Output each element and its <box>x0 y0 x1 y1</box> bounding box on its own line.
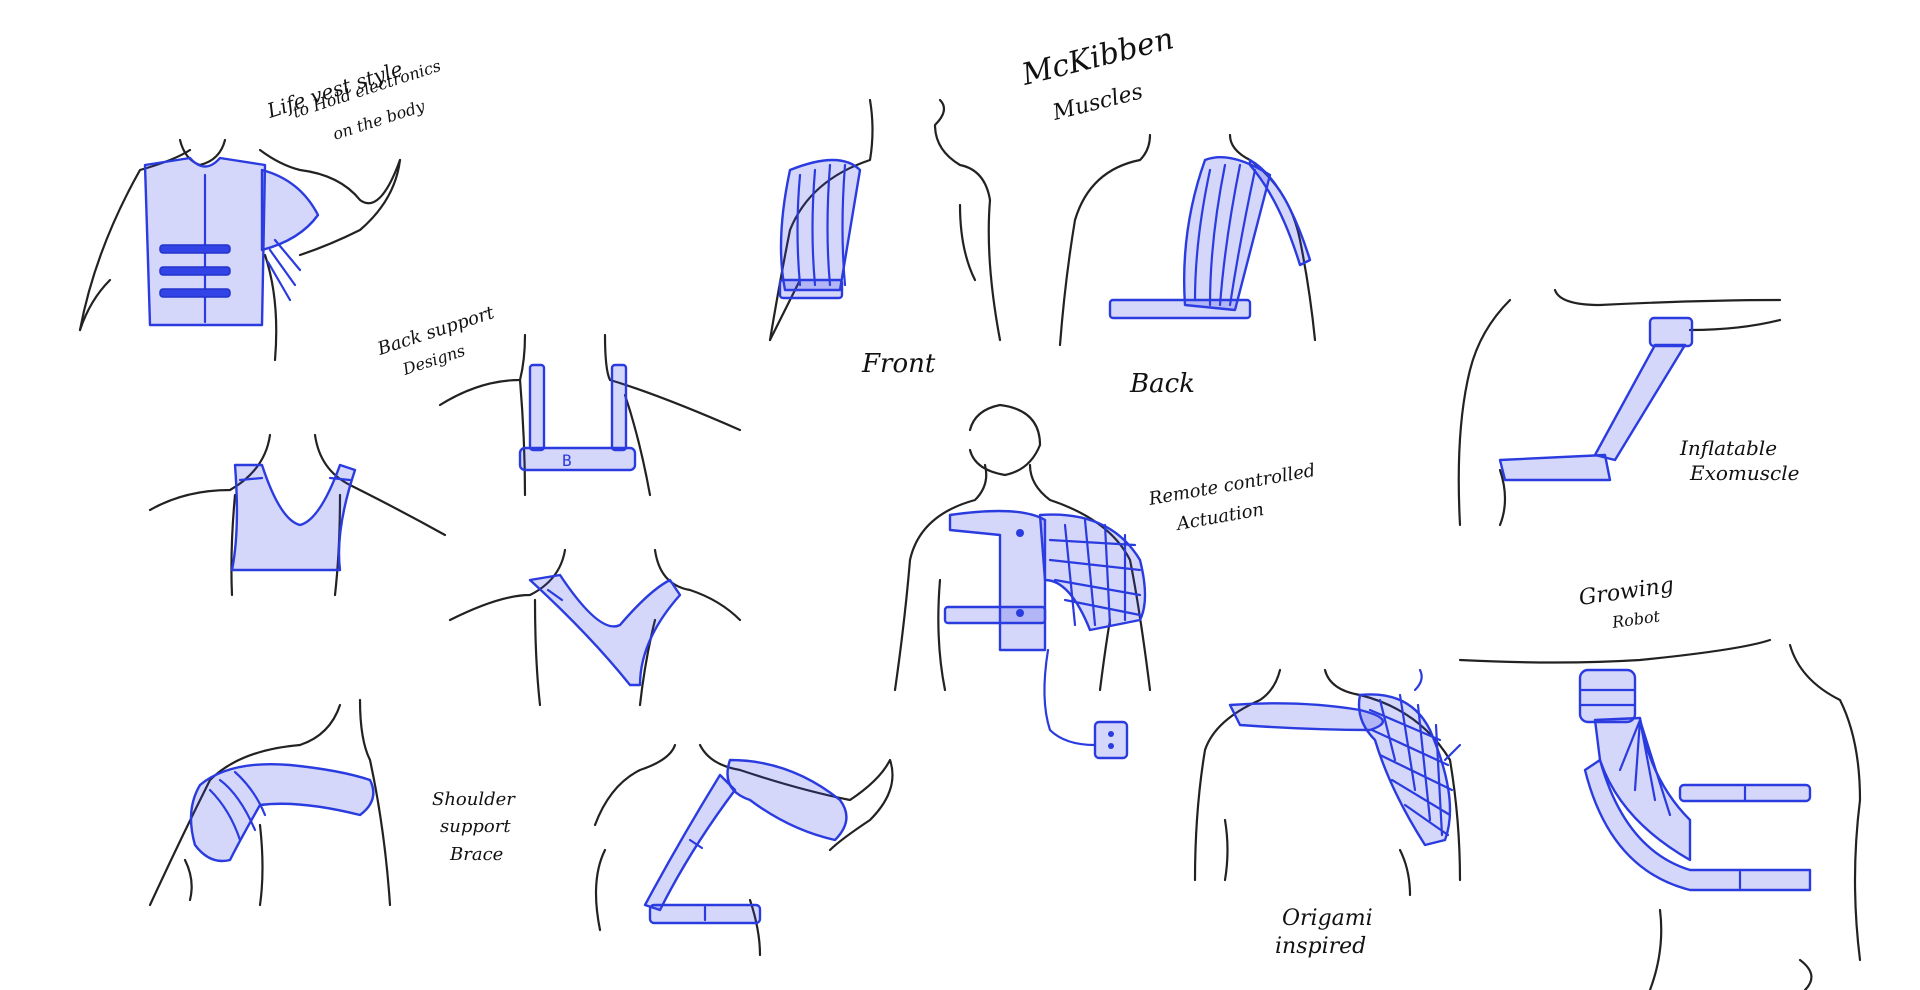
svg-text:support: support <box>440 816 511 837</box>
label-origami-2: inspired <box>1275 934 1366 959</box>
shoulder-brace-sketches: Shoulder support Brace <box>148 698 894 957</box>
mckibben-back-sketch: Back <box>1058 133 1317 399</box>
label-shoulder-1: Shoulder <box>432 789 516 810</box>
svg-text:Remote controlled: Remote controlled <box>1146 460 1317 510</box>
mckibben-front-sketch: McKibben Muscles Front <box>768 21 1177 379</box>
svg-text:Growing: Growing <box>1577 573 1675 611</box>
svg-text:Actuation: Actuation <box>1173 499 1265 535</box>
svg-text:Exomuscle: Exomuscle <box>1689 461 1799 485</box>
label-inflatable-1: Inflatable <box>1679 436 1777 460</box>
label-origami-1: Origami <box>1282 906 1373 931</box>
label-mckibben-1: McKibben <box>1017 21 1177 93</box>
label-back: Back <box>1129 369 1195 399</box>
svg-text:Front: Front <box>861 349 936 379</box>
svg-text:Brace: Brace <box>449 844 503 865</box>
inflatable-exomuscle-sketch: Inflatable Exomuscle <box>1457 288 1799 527</box>
svg-text:Origami: Origami <box>1282 906 1373 931</box>
label-front: Front <box>861 349 936 379</box>
svg-text:Back: Back <box>1129 369 1195 399</box>
label-shoulder-3: Brace <box>449 844 503 865</box>
label-growing-1: Growing <box>1577 573 1675 611</box>
label-mckibben-2: Muscles <box>1049 79 1145 126</box>
label-growing-2: Robot <box>1610 606 1662 632</box>
svg-text:Muscles: Muscles <box>1049 79 1145 126</box>
buckle-text: B <box>562 451 572 470</box>
label-inflatable-2: Exomuscle <box>1689 461 1799 485</box>
label-shoulder-2: support <box>440 816 511 837</box>
life-vest-sketch: Life vest style to Hold electronics on t… <box>78 56 443 362</box>
svg-text:Inflatable: Inflatable <box>1679 436 1777 460</box>
growing-robot-sketch: Growing Robot <box>1458 573 1862 990</box>
back-support-sketches: Back support Designs B <box>148 302 742 707</box>
svg-text:Shoulder: Shoulder <box>432 789 516 810</box>
svg-text:Robot: Robot <box>1610 606 1662 632</box>
origami-sketch: Origami inspired <box>1193 668 1462 959</box>
label-remote-2: Actuation <box>1173 499 1265 535</box>
svg-text:McKibben: McKibben <box>1017 21 1177 93</box>
label-remote-1: Remote controlled <box>1146 460 1317 510</box>
svg-text:inspired: inspired <box>1275 934 1366 959</box>
